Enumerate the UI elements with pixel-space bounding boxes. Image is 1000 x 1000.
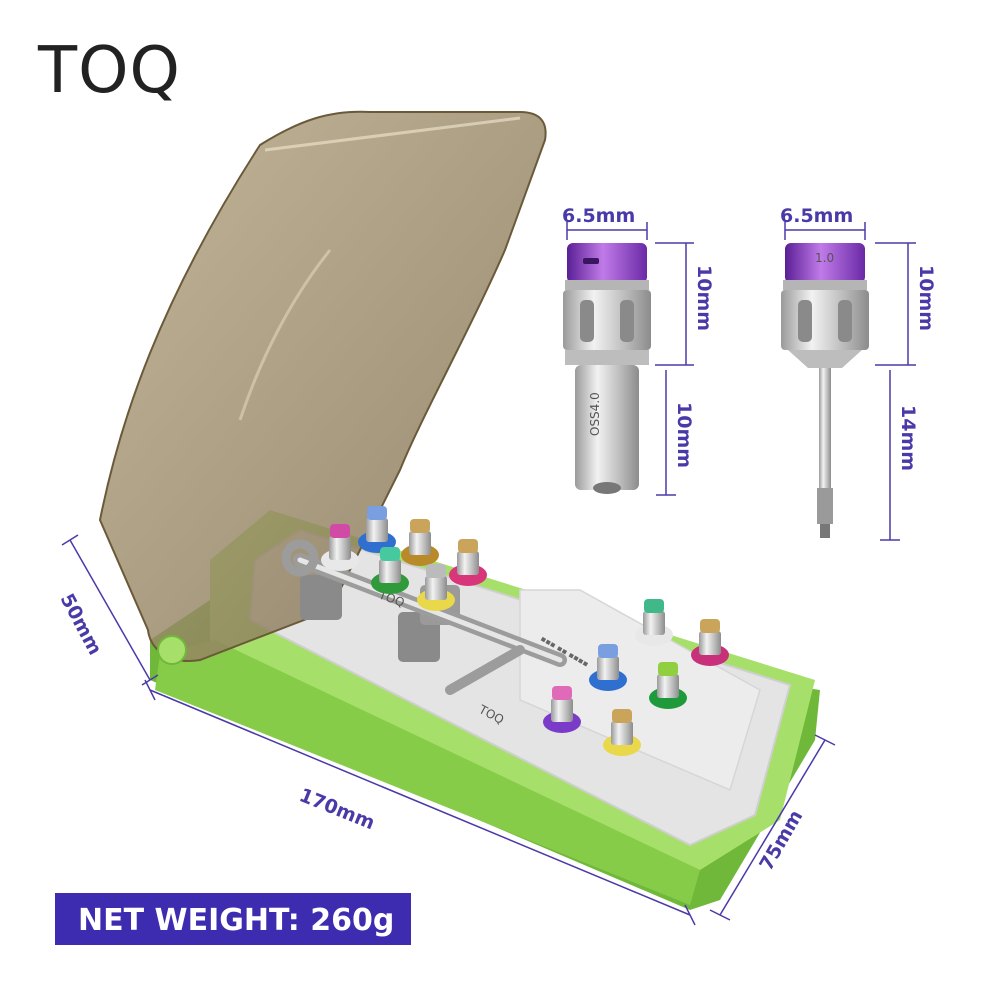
driver-b-shaft — [819, 368, 831, 488]
driver-a: OSS4.0 — [563, 243, 651, 494]
driver-bit — [603, 709, 641, 756]
weight-badge: NET WEIGHT: 260g — [55, 893, 411, 945]
brand-logo: TOQ — [37, 34, 181, 108]
case-base-front — [155, 640, 700, 905]
holder-left — [300, 575, 342, 620]
driver-bit — [321, 524, 359, 571]
dim-label-length: 170mm — [296, 784, 378, 834]
dim-label-width: 50mm — [56, 590, 106, 659]
bit-cluster-left — [321, 506, 487, 611]
case: ▪▪▪ ▪▪ ▪▪▪▪ TOQ — [150, 510, 820, 910]
driver-bit — [543, 686, 581, 733]
dimension-lines — [61, 534, 836, 926]
driver-a-diameter: 6.5mm — [562, 205, 635, 227]
driver-bit — [635, 599, 673, 646]
driver-bit — [401, 519, 439, 566]
kit-contents: TOQ — [281, 506, 729, 756]
driver-bit — [589, 644, 627, 691]
case-lid — [98, 110, 547, 665]
driver-b-cap — [785, 243, 865, 283]
driver-bit — [371, 547, 409, 594]
weight-label: NET WEIGHT: 260g — [78, 903, 394, 938]
driver-a-shaft-length: 10mm — [673, 402, 695, 468]
tray-panel — [519, 589, 761, 792]
hinge-knob — [157, 635, 187, 665]
lid-shell — [98, 110, 547, 662]
driver-a-grip — [563, 290, 651, 350]
driver-a-dims — [566, 222, 694, 496]
driver-bit — [449, 539, 487, 586]
driver-b-shaft-length: 14mm — [897, 405, 919, 471]
dim-line-length — [149, 689, 691, 916]
driver-b: 1.0 — [781, 243, 869, 538]
driver-b-dims — [784, 222, 916, 541]
driver-b-diameter: 6.5mm — [780, 205, 853, 227]
driver-b-tip — [817, 488, 833, 524]
dim-line-height — [719, 739, 826, 916]
driver-b-cap-label: 1.0 — [815, 251, 834, 265]
dim-line-width — [69, 539, 151, 681]
driver-a-head-height: 10mm — [693, 265, 715, 331]
driver-b-head-height: 10mm — [915, 265, 937, 331]
weight-badge-bg — [55, 893, 411, 945]
driver-bit — [691, 619, 729, 666]
driver-bit — [649, 662, 687, 709]
driver-b-grip — [781, 290, 869, 350]
driver-a-cap — [567, 243, 647, 283]
bit-cluster-right — [543, 599, 729, 756]
driver-bit — [417, 564, 455, 611]
driver-a-shaft — [575, 365, 639, 490]
driver-a-etched-label: OSS4.0 — [588, 392, 602, 436]
